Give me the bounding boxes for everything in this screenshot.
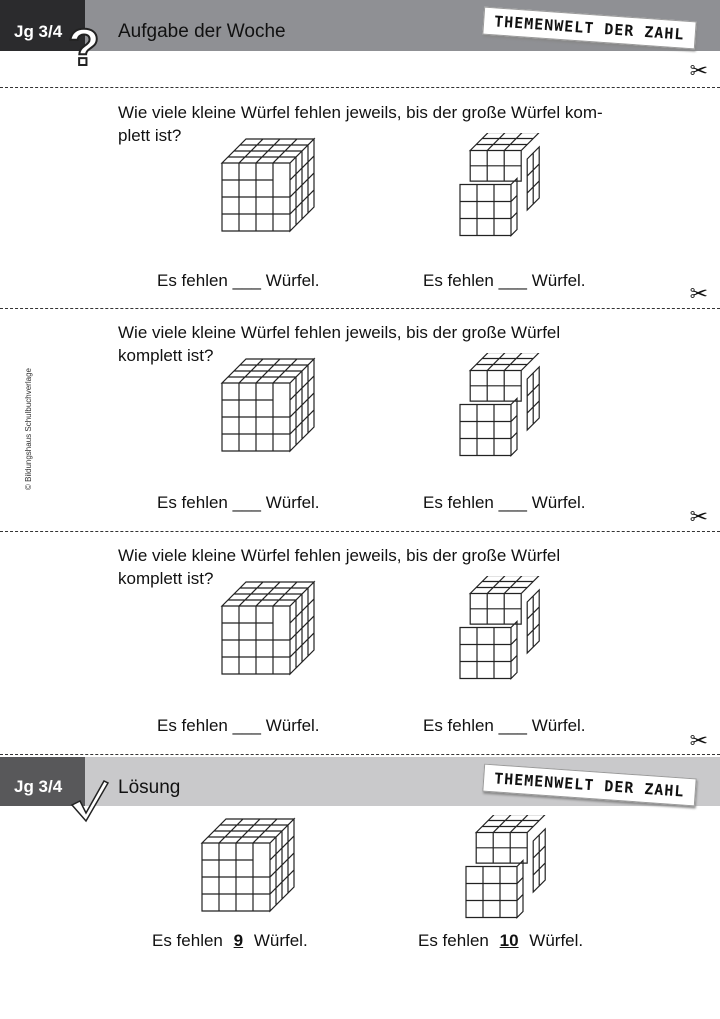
- grade-badge: Jg 3/4: [0, 0, 85, 51]
- cube-figure-a: [220, 580, 330, 697]
- task-question: Wie viele kleine Würfel fehlen jeweils, …: [118, 103, 603, 145]
- scissors-icon: ✂: [689, 281, 708, 306]
- answer-prefix: Es fehlen: [152, 931, 223, 950]
- cube-figure-b: [458, 351, 568, 470]
- grade-label: Jg 3/4: [14, 22, 63, 41]
- page-title: Aufgabe der Woche: [118, 21, 286, 42]
- scissors-icon: ✂: [689, 58, 708, 83]
- cut-line: [0, 754, 720, 755]
- solution-answer: Es fehlen 10 Würfel.: [418, 931, 583, 951]
- answer-line: Es fehlen ___ Würfel.: [157, 271, 320, 290]
- header-bar: Jg 3/4 ? Aufgabe der Woche THEMENWELT DE…: [0, 0, 720, 78]
- grade-badge: Jg 3/4: [0, 757, 85, 806]
- cube-figure-b: [458, 131, 568, 250]
- solution-answer: Es fehlen 9 Würfel.: [152, 931, 308, 951]
- cube-figure-b: [458, 574, 568, 693]
- answer-line: Es fehlen ___ Würfel.: [157, 716, 320, 735]
- cube-drawing: [220, 137, 316, 233]
- answer-suffix: Würfel.: [253, 931, 308, 950]
- cut-line: [0, 87, 720, 88]
- solution-header-bar: Jg 3/4 Lösung THEMENWELT DER ZAHL: [0, 757, 720, 823]
- cube-drawing: [459, 351, 541, 457]
- cube-figure-a: [200, 817, 310, 934]
- solution-title: Lösung: [118, 777, 181, 798]
- cut-line: [0, 531, 720, 532]
- brand-stamp: THEMENWELT DER ZAHL: [482, 6, 697, 50]
- cube-drawing: [220, 580, 316, 676]
- question-mark-icon: ?: [67, 18, 101, 78]
- cut-line: [0, 308, 720, 309]
- scissors-icon: ✂: [689, 728, 708, 753]
- answer-value: 9: [233, 931, 244, 950]
- answer-prefix: Es fehlen: [418, 931, 489, 950]
- answer-value: 10: [499, 931, 519, 950]
- cube-drawing: [459, 131, 541, 237]
- cube-figure-b: [464, 813, 574, 932]
- cube-drawing: [220, 357, 316, 453]
- cube-figure-a: [220, 137, 330, 254]
- brand-stamp: THEMENWELT DER ZAHL: [482, 763, 697, 807]
- answer-line: Es fehlen ___ Würfel.: [423, 493, 586, 512]
- cube-drawing: [459, 574, 541, 680]
- answer-suffix: Würfel.: [529, 931, 584, 950]
- checkmark-icon: [70, 780, 110, 823]
- cube-figure-a: [220, 357, 330, 474]
- answer-line: Es fehlen ___ Würfel.: [157, 493, 320, 512]
- answer-line: Es fehlen ___ Würfel.: [423, 271, 586, 290]
- copyright: © Bildungshaus Schulbuchverlage: [24, 368, 33, 490]
- task-question: Wie viele kleine Würfel fehlen jeweils, …: [118, 323, 561, 365]
- task-question: Wie viele kleine Würfel fehlen jeweils, …: [118, 546, 561, 588]
- scissors-icon: ✂: [689, 504, 708, 529]
- grade-label: Jg 3/4: [14, 777, 63, 796]
- answer-line: Es fehlen ___ Würfel.: [423, 716, 586, 735]
- cube-drawing: [465, 813, 547, 919]
- cube-drawing: [200, 817, 296, 913]
